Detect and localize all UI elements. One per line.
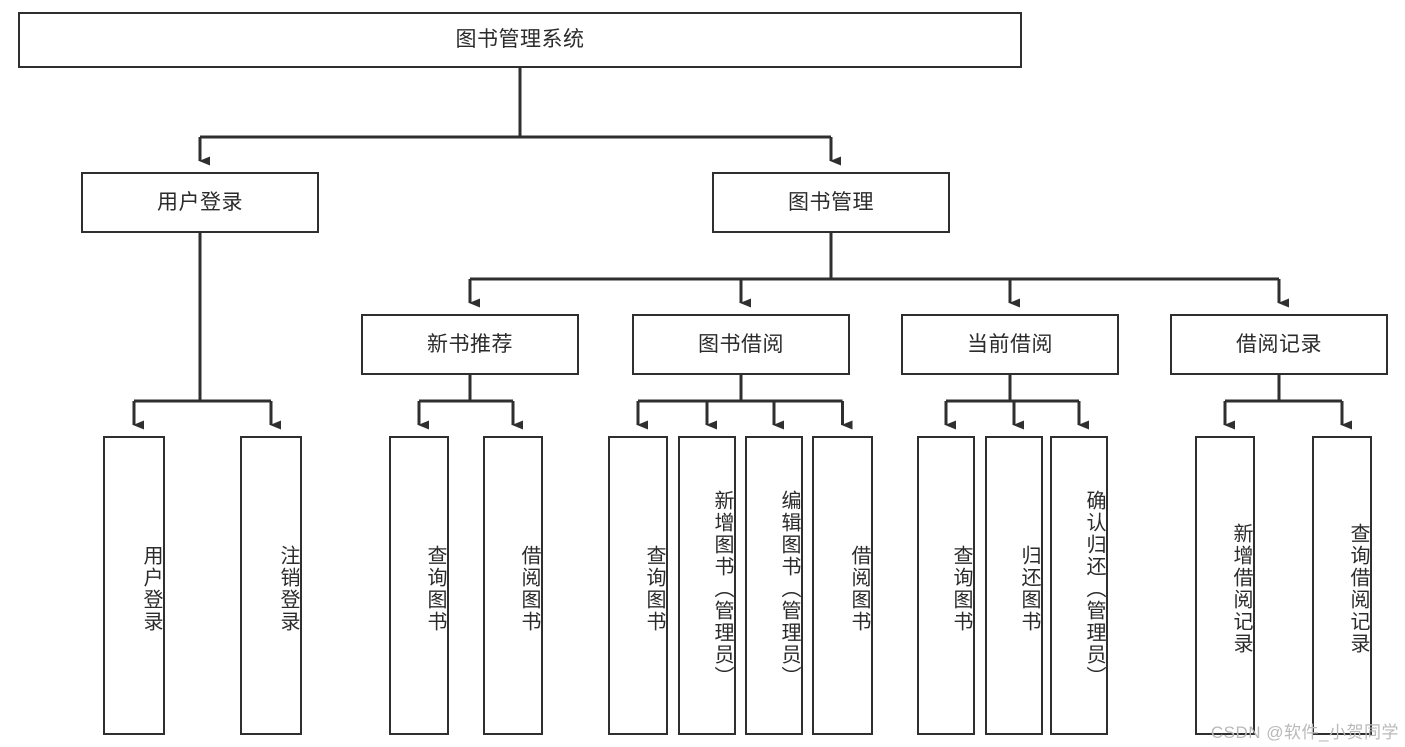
node-label: 用户登录	[140, 544, 162, 633]
node-leaf-borrow-1[interactable]: 借阅图书	[483, 436, 543, 735]
node-leaf-confirm[interactable]: 确认归还（管理员）	[1050, 436, 1108, 735]
node-leaf-add-record[interactable]: 新增借阅记录	[1195, 436, 1255, 735]
node-label: 确认归还（管理员）	[1083, 489, 1105, 688]
node-label: 图书借阅	[698, 332, 784, 356]
node-label: 编辑图书（管理员）	[778, 489, 800, 688]
node-leaf-query-1[interactable]: 查询图书	[389, 436, 449, 735]
node-label: 查询图书	[950, 544, 972, 633]
node-new-book-rec[interactable]: 新书推荐	[361, 314, 579, 375]
node-label: 查询借阅记录	[1347, 522, 1369, 655]
node-leaf-return[interactable]: 归还图书	[985, 436, 1043, 735]
node-leaf-user-login[interactable]: 用户登录	[103, 436, 165, 735]
node-current-borrow[interactable]: 当前借阅	[901, 314, 1119, 375]
node-leaf-query-3[interactable]: 查询图书	[917, 436, 975, 735]
node-leaf-qry-record[interactable]: 查询借阅记录	[1312, 436, 1372, 735]
node-label: 用户登录	[157, 190, 243, 214]
node-leaf-query-2[interactable]: 查询图书	[608, 436, 668, 735]
node-label: 新书推荐	[427, 332, 513, 356]
watermark-text: CSDN @软件_小贺同学	[1210, 723, 1399, 742]
node-label: 注销登录	[277, 544, 299, 633]
node-label: 图书管理	[788, 190, 874, 214]
node-label: 借阅图书	[848, 544, 870, 633]
node-leaf-logout[interactable]: 注销登录	[240, 436, 302, 735]
node-leaf-add-book[interactable]: 新增图书（管理员）	[678, 436, 736, 735]
node-book-borrow[interactable]: 图书借阅	[632, 314, 850, 375]
node-label: 归还图书	[1018, 544, 1040, 633]
node-label: 图书管理系统	[455, 28, 585, 52]
node-label: 新增图书（管理员）	[711, 489, 733, 688]
node-label: 借阅图书	[518, 544, 540, 633]
node-label: 当前借阅	[967, 332, 1053, 356]
node-book-manage[interactable]: 图书管理	[712, 172, 950, 233]
node-label: 借阅记录	[1236, 332, 1322, 356]
node-label: 查询图书	[424, 544, 446, 633]
node-label: 查询图书	[643, 544, 665, 633]
node-leaf-borrow-2[interactable]: 借阅图书	[812, 436, 873, 735]
node-label: 新增借阅记录	[1230, 522, 1252, 655]
node-leaf-edit-book[interactable]: 编辑图书（管理员）	[745, 436, 803, 735]
node-borrow-record[interactable]: 借阅记录	[1170, 314, 1388, 375]
node-root[interactable]: 图书管理系统	[18, 12, 1022, 68]
node-user-login[interactable]: 用户登录	[81, 172, 319, 233]
